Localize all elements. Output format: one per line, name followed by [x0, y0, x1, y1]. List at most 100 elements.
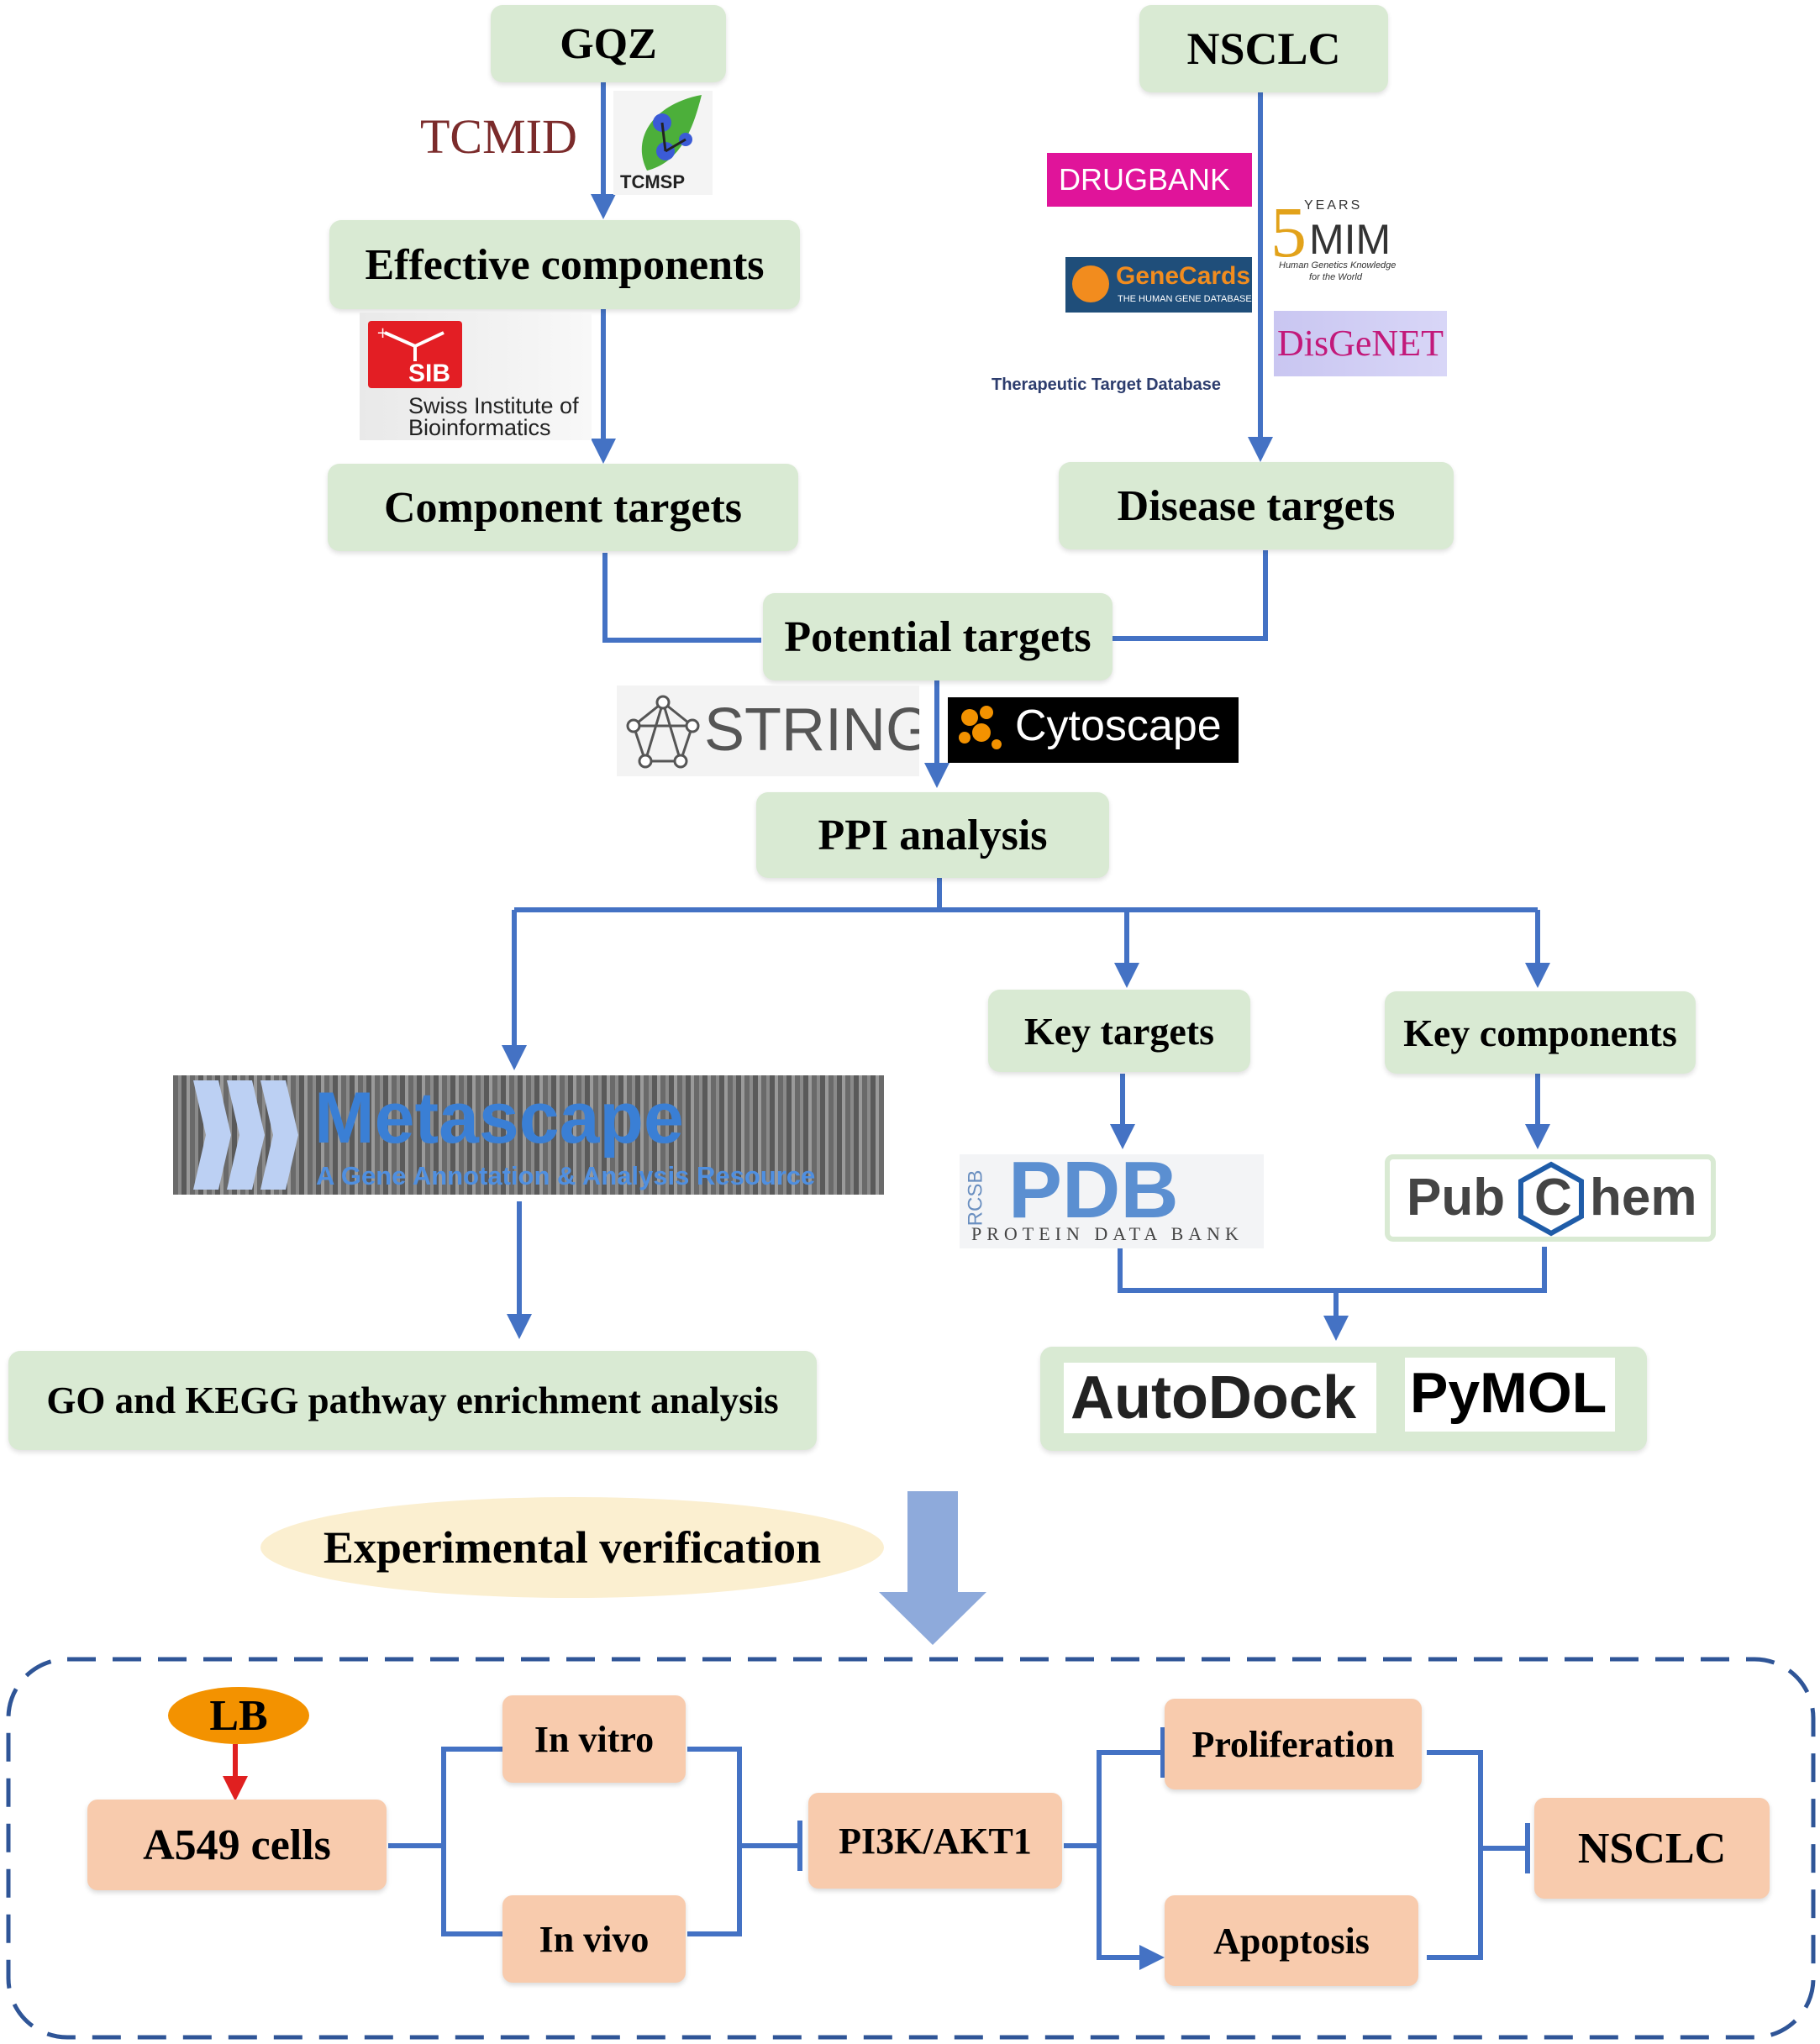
genecards-logo: GeneCards THE HUMAN GENE DATABASE [1065, 257, 1252, 313]
omim-years: YEARS [1304, 198, 1363, 213]
pubchem-pub: Pub [1407, 1169, 1506, 1227]
metascape-sub: A Gene Annotation & Analysis Resource [316, 1161, 816, 1190]
big-down-arrow [879, 1491, 986, 1645]
genecards-dna-icon [1072, 265, 1109, 302]
box-ppi-analysis-label: PPI analysis [818, 811, 1048, 859]
sib-badge: + SIB [368, 321, 462, 388]
autodock-logo: AutoDock [1064, 1363, 1376, 1433]
connector-split-prolif [1097, 1750, 1163, 1960]
box-go-kegg: GO and KEGG pathway enrichment analysis [8, 1351, 817, 1450]
pubchem-c: C [1534, 1169, 1572, 1227]
box-a549-cells: A549 cells [87, 1800, 387, 1890]
connector-split-invitro [441, 1747, 502, 1936]
string-network-icon [626, 695, 700, 769]
box-apoptosis: Apoptosis [1165, 1895, 1418, 1986]
tcmid-text: TCMID [420, 109, 577, 164]
ttd-text: Therapeutic Target Database [992, 376, 1222, 394]
omim-mim: MIM [1309, 216, 1391, 263]
box-nsclc-top-label: NSCLC [1186, 24, 1341, 74]
in-vivo-label: In vivo [539, 1918, 650, 1960]
box-in-vivo: In vivo [502, 1895, 686, 1983]
string-text: STRING [704, 696, 919, 764]
in-vitro-label: In vitro [534, 1718, 655, 1760]
box-go-kegg-label: GO and KEGG pathway enrichment analysis [46, 1379, 779, 1421]
dashed-frame [6, 1657, 1816, 2040]
pubchem-logo: Pub C hem [1385, 1154, 1716, 1242]
box-potential-targets-label: Potential targets [784, 612, 1091, 661]
tcmid-logo: TCMID [420, 108, 597, 166]
apoptosis-label: Apoptosis [1213, 1920, 1370, 1962]
ttd-logo: Therapeutic Target Database [992, 371, 1254, 398]
pdb-rcsb: RCSB [964, 1169, 987, 1227]
omim-fifty: 5 [1270, 195, 1307, 272]
box-disease-targets: Disease targets [1059, 462, 1454, 549]
pdb-sub: PROTEIN DATA BANK [971, 1223, 1244, 1244]
box-proliferation: Proliferation [1165, 1699, 1422, 1789]
box-effective-components: Effective components [329, 220, 800, 309]
sib-badge-text: SIB [408, 360, 451, 387]
box-key-components-label: Key components [1403, 1011, 1677, 1054]
tcmsp-logo: TCMSP [613, 91, 713, 195]
lb-label: LB [209, 1691, 268, 1740]
tcmsp-leaf-icon [641, 95, 702, 171]
pdb-text: PDB [1008, 1154, 1179, 1235]
connector-invitro-join [687, 1747, 742, 1936]
pubchem-hexagon-icon [1518, 1161, 1584, 1237]
drugbank-logo: DRUGBANK [1047, 153, 1252, 207]
sib-line-1: Swiss Institute of [408, 393, 579, 418]
cytoscape-text: Cytoscape [1015, 701, 1222, 750]
pubchem-hem: hem [1590, 1169, 1697, 1227]
metascape-text: Metascape [314, 1078, 684, 1159]
proliferation-label: Proliferation [1191, 1723, 1395, 1765]
pdb-logo: RCSB PDB PROTEIN DATA BANK [960, 1154, 1264, 1248]
omim-logo: 5 YEARS MIM Human Genetics Knowledge for… [1270, 195, 1412, 284]
sib-node-icon: + [376, 324, 444, 361]
disgenet-text: DisGeNET [1277, 323, 1444, 364]
box-component-targets: Component targets [328, 464, 798, 551]
genecards-text: GeneCards [1116, 262, 1251, 290]
omim-tagline-1: Human Genetics Knowledge [1279, 260, 1397, 271]
box-ppi-analysis: PPI analysis [756, 792, 1109, 878]
experimental-verification-label: Experimental verification [323, 1522, 822, 1573]
omim-tagline-2: for the World [1309, 272, 1362, 282]
metascape-logo: Metascape A Gene Annotation & Analysis R… [173, 1075, 884, 1195]
pymol-text: PyMOL [1410, 1361, 1607, 1425]
drugbank-text: DRUGBANK [1059, 162, 1231, 197]
box-potential-targets: Potential targets [763, 593, 1113, 680]
autodock-text: AutoDock [1070, 1364, 1356, 1432]
box-key-components: Key components [1385, 991, 1696, 1074]
box-gqz: GQZ [491, 5, 726, 82]
metascape-chromosome-icon [193, 1080, 298, 1190]
pi3k-label: PI3K/AKT1 [839, 1820, 1032, 1862]
genecards-sub: THE HUMAN GENE DATABASE [1118, 294, 1252, 304]
cytoscape-node-icon [959, 706, 1002, 749]
oval-experimental-verification: Experimental verification [260, 1497, 884, 1598]
box-key-targets: Key targets [988, 990, 1250, 1072]
connector-disease-potential [1111, 550, 1268, 641]
box-nsclc-bottom: NSCLC [1534, 1798, 1770, 1899]
connector-pdb-docking [1118, 1245, 1547, 1293]
box-gqz-label: GQZ [560, 19, 657, 68]
box-pi3k-akt1: PI3K/AKT1 [808, 1793, 1062, 1889]
cytoscape-logo: Cytoscape [948, 697, 1239, 763]
string-logo: STRING [617, 686, 919, 776]
box-effective-components-label: Effective components [365, 240, 765, 289]
disgenet-logo: DisGeNET [1274, 311, 1447, 376]
oval-lb: LB [168, 1687, 309, 1744]
connector-component-potential [602, 553, 761, 643]
box-nsclc-top: NSCLC [1139, 5, 1388, 92]
connector-prolif-join [1427, 1750, 1483, 1960]
tcmsp-text: TCMSP [620, 171, 685, 192]
sib-line-2: Bioinformatics [408, 415, 551, 440]
box-disease-targets-label: Disease targets [1117, 481, 1396, 530]
a549-label: A549 cells [143, 1821, 331, 1869]
box-component-targets-label: Component targets [383, 483, 743, 532]
nsclc-bottom-label: NSCLC [1577, 1824, 1727, 1873]
box-key-targets-label: Key targets [1023, 1009, 1215, 1053]
sib-logo: + SIB Swiss Institute of Bioinformatics [360, 313, 592, 440]
box-in-vitro: In vitro [502, 1695, 686, 1783]
pymol-logo: PyMOL [1405, 1358, 1615, 1432]
svg-text:+: + [376, 324, 389, 342]
